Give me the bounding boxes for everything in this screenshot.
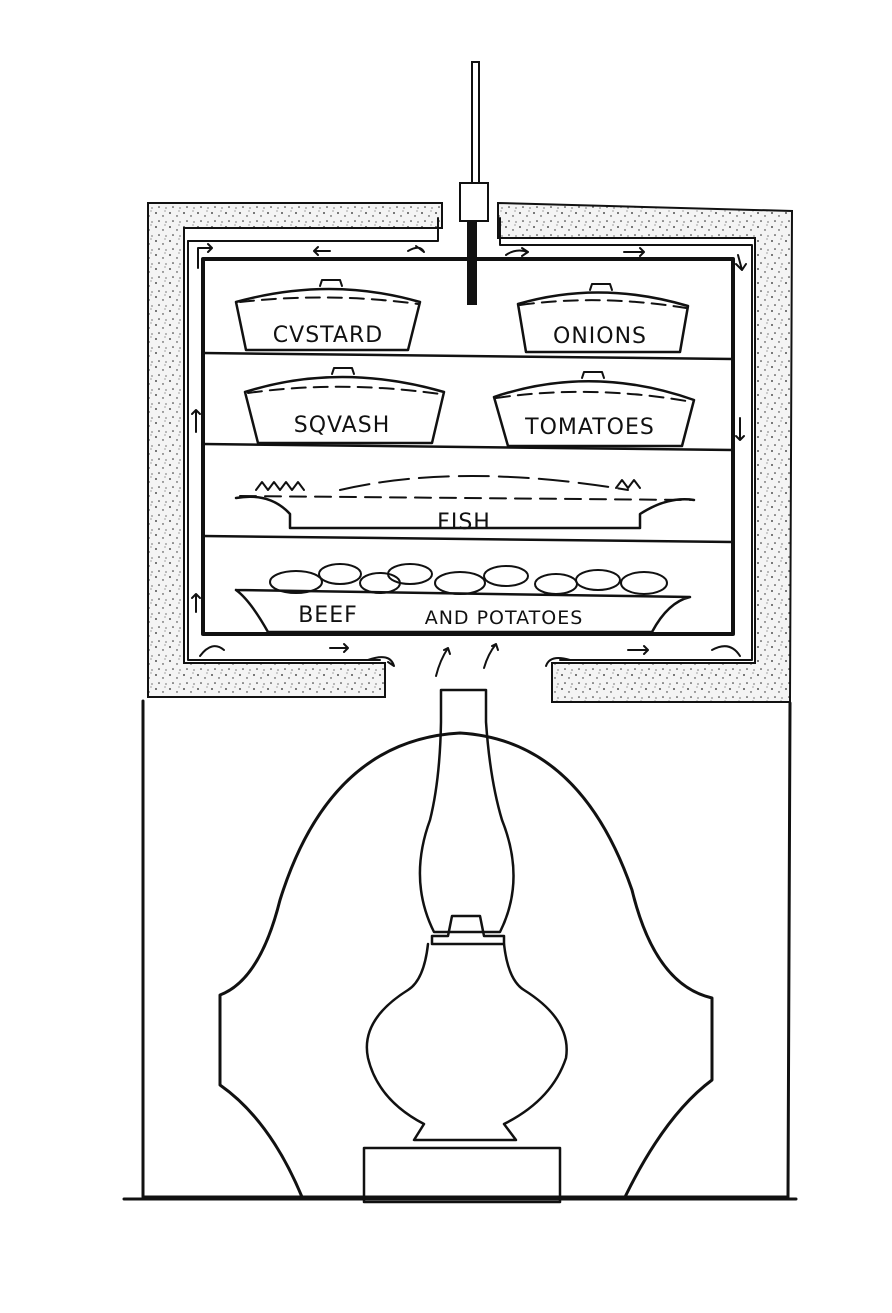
dish-squash: SQVASH (243, 367, 446, 445)
dish-beef-and-potatoes: BEEF AND POTATOES (234, 563, 692, 634)
insulation-left-wall (147, 202, 443, 698)
dish-custard: CVSTARD (234, 279, 422, 352)
thermometer (459, 61, 489, 305)
lamp-font (365, 942, 568, 1142)
insulation-right-wall (497, 201, 794, 703)
dish-label-and-potatoes: AND POTATOES (425, 607, 584, 629)
lamp-chimney (418, 688, 515, 934)
insulated-box (147, 201, 794, 703)
lamp-base-block (362, 1146, 562, 1204)
oven-chamber (201, 257, 735, 636)
dish-label-custard: CVSTARD (273, 323, 383, 348)
lamp-burner (430, 914, 506, 946)
potatoes (269, 563, 668, 595)
air-flow-arrows (191, 243, 747, 677)
kerosene-lamp (362, 688, 568, 1204)
dish-label-fish: FISH (437, 510, 491, 535)
dish-fish: FISH (234, 475, 696, 535)
dish-label-squash: SQVASH (294, 413, 390, 438)
dish-tomatoes: TOMATOES (492, 371, 696, 448)
dish-onions: ONIONS (516, 283, 690, 354)
lamp-stand (122, 699, 798, 1201)
dish-label-tomatoes: TOMATOES (524, 415, 655, 440)
dish-label-onions: ONIONS (553, 324, 647, 349)
dish-label-beef: BEEF (298, 603, 358, 628)
